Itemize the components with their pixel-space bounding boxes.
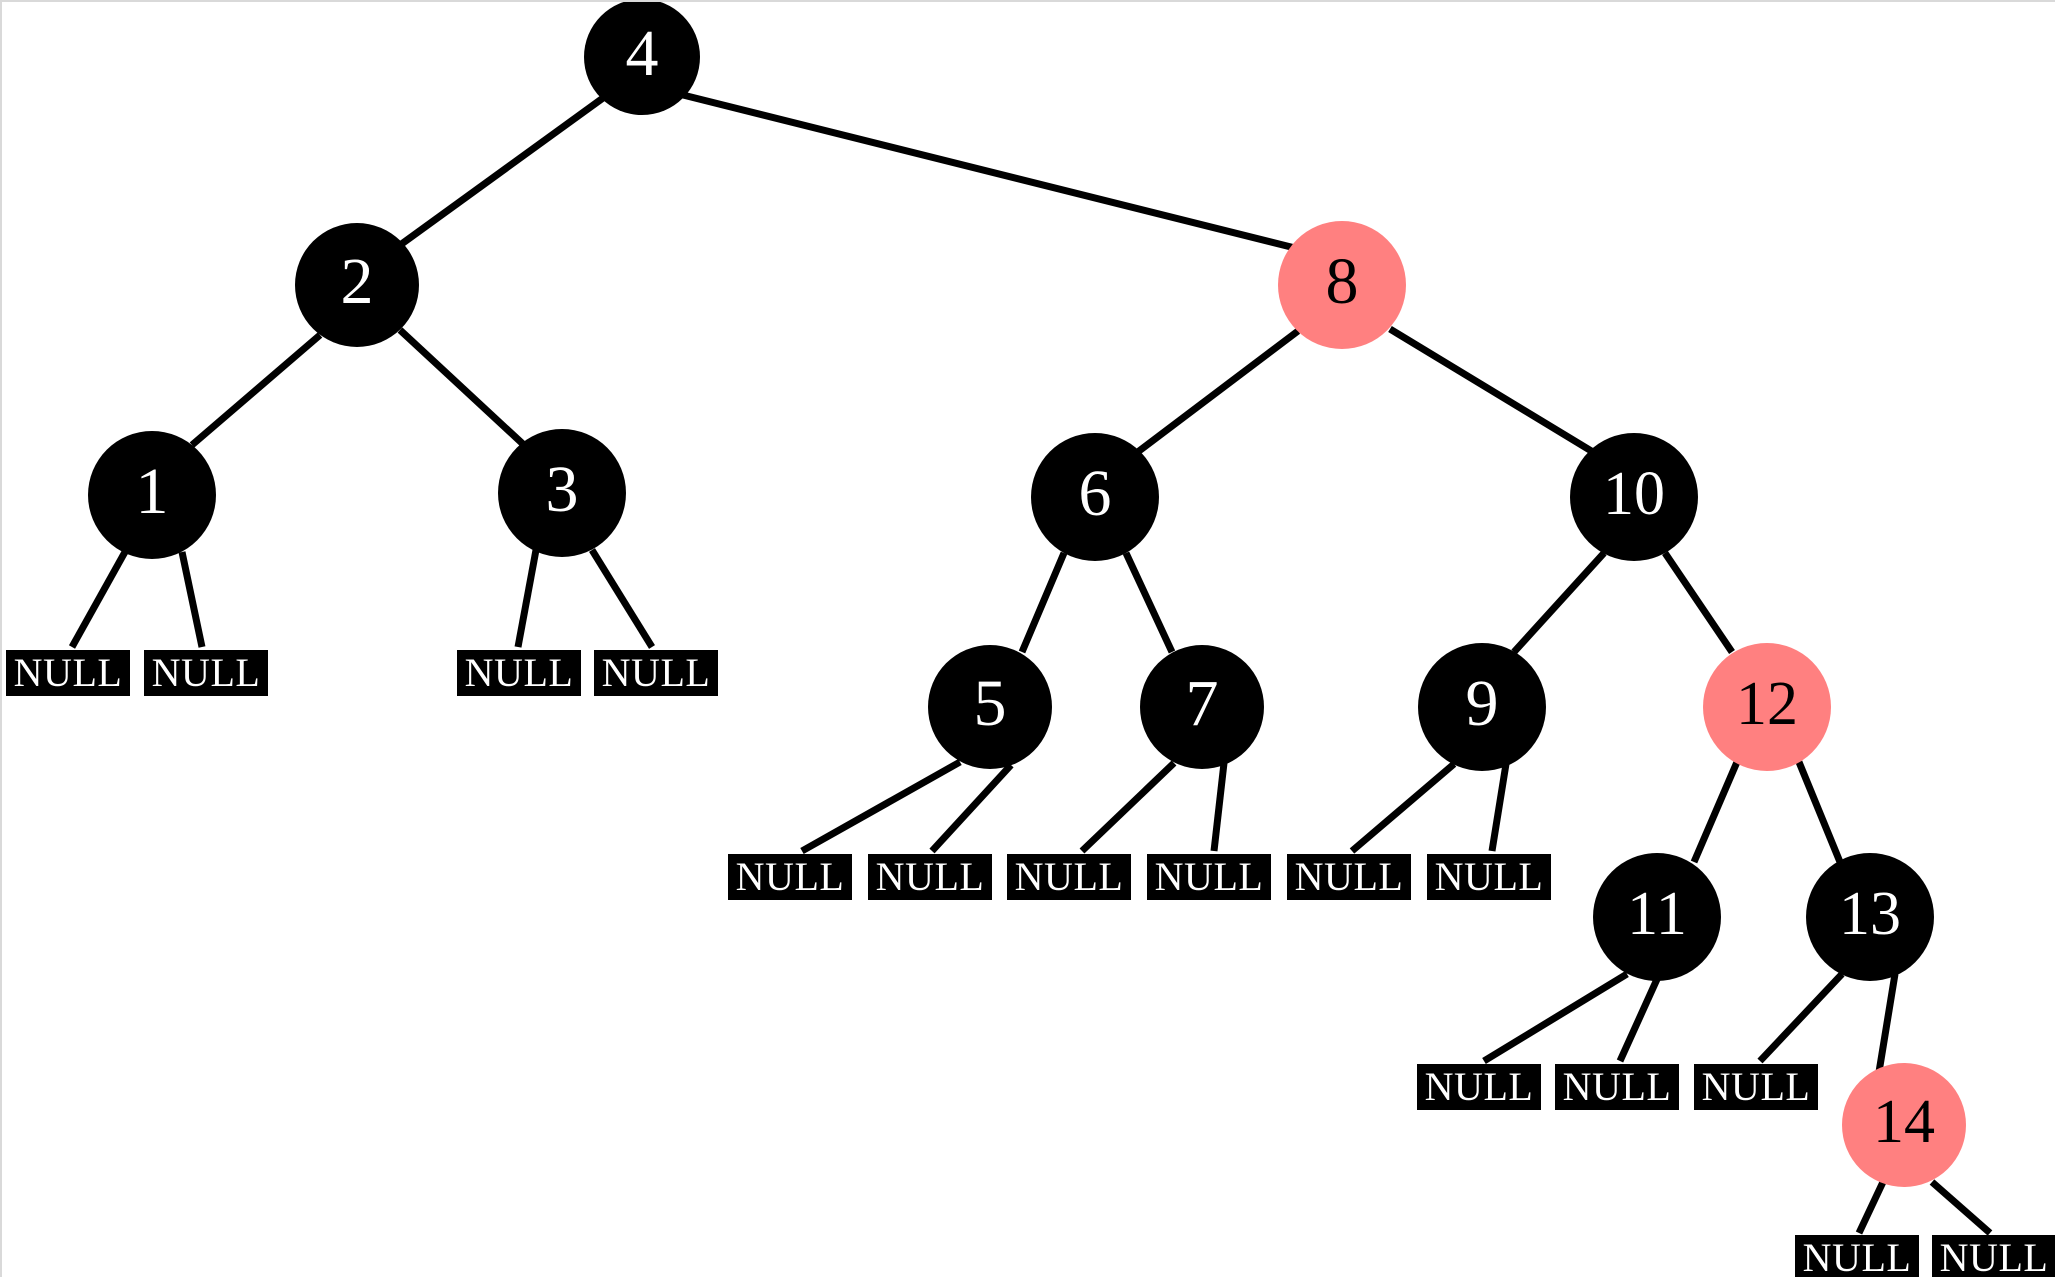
tree-null-leaf: NULL [1694,1064,1818,1110]
tree-null-leaf: NULL [457,650,581,696]
tree-edge-n13-u13 [1757,971,1845,1064]
tree-node-label: 7 [1185,667,1219,740]
tree-null-leaf: NULL [1287,854,1411,900]
tree-null-leaf-label: NULL [1294,854,1404,899]
tree-edge-n8-n10 [1388,326,1595,455]
tree-null-leaf: NULL [6,650,130,696]
tree-node-label: 9 [1465,667,1499,740]
tree-null-leaf: NULL [1427,854,1551,900]
tree-node-4[interactable]: 4 [584,2,700,115]
tree-node-label: 6 [1078,457,1112,530]
tree-null-leaf-label: NULL [1562,1064,1672,1109]
tree-null-leaf-label: NULL [1802,1235,1912,1277]
tree-edge-n3-u3 [514,549,540,648]
tree-node-10[interactable]: 10 [1570,433,1698,561]
tree-null-leaf: NULL [728,854,852,900]
tree-edge-n12-n13 [1795,760,1844,864]
tree-node-label: 3 [545,453,579,526]
tree-node-label: 4 [625,17,659,90]
tree-node-label: 8 [1325,245,1359,318]
tree-edge-n10-n9 [1511,550,1607,655]
tree-null-leaf: NULL [1147,854,1271,900]
tree-null-leaf: NULL [1932,1235,2055,1277]
tree-edge-n4-n8 [682,91,1300,253]
tree-edge-n8-n6 [1132,328,1301,457]
tree-edge-n10-n12 [1662,551,1735,654]
tree-null-leaf: NULL [1007,854,1131,900]
tree-null-leaf-label: NULL [151,650,261,695]
tree-node-label: 2 [340,245,374,318]
tree-edge-n12-n11 [1690,760,1741,864]
tree-edge-n6-n5 [1018,551,1068,654]
tree-node-2[interactable]: 2 [295,223,419,347]
tree-null-leaf-label: NULL [13,650,123,695]
tree-edge-n3-u4 [589,548,655,649]
tree-node-11[interactable]: 11 [1593,853,1721,981]
tree-null-leaf-label: NULL [1014,854,1124,899]
tree-edge-n14-u15 [1929,1179,1993,1236]
tree-edge-n6-n7 [1122,551,1176,654]
tree-edge-n2-n3 [397,327,527,448]
tree-null-leaf: NULL [594,650,718,696]
tree-null-leaf: NULL [144,650,268,696]
tree-node-6[interactable]: 6 [1031,433,1159,561]
tree-node-label: 11 [1627,880,1687,948]
tree-null-leaf-label: NULL [875,854,985,899]
tree-node-label: 14 [1873,1088,1935,1156]
tree-edge-n13-n14 [1875,973,1899,1073]
tree-edge-n1-u1 [68,550,129,649]
tree-edge-n1-u2 [178,551,206,648]
tree-node-label: 12 [1736,670,1798,738]
tree-edge-n5-u5 [800,758,962,855]
tree-null-leaf: NULL [1555,1064,1679,1110]
tree-null-leaf-label: NULL [464,650,574,695]
tree-node-label: 10 [1603,460,1665,528]
tree-node-12[interactable]: 12 [1703,643,1831,771]
tree-node-label: 13 [1839,880,1901,948]
tree-edge-n9-u9 [1349,761,1457,854]
tree-node-8[interactable]: 8 [1278,221,1406,349]
tree-node-label: 1 [135,455,169,528]
tree-null-leaf-label: NULL [1701,1064,1811,1109]
tree-node-7[interactable]: 7 [1140,645,1264,769]
tree-null-leaf-label: NULL [735,854,845,899]
tree-node-1[interactable]: 1 [88,431,216,559]
tree-edge-n7-u8 [1210,762,1228,852]
tree-node-label: 5 [973,667,1007,740]
tree-null-leaf-label: NULL [1434,854,1544,899]
tree-edge-n11-u12 [1616,975,1662,1063]
tree-null-leaf-label: NULL [601,650,711,695]
tree-null-leaf: NULL [1417,1064,1541,1110]
tree-null-leaf: NULL [868,854,992,900]
tree-null-leaf-label: NULL [1154,854,1264,899]
tree-node-3[interactable]: 3 [498,429,626,557]
tree-null-leaf: NULL [1795,1235,1919,1277]
tree-edge-n5-u6 [929,762,1014,854]
tree-null-leaf-label: NULL [1424,1064,1534,1109]
tree-node-9[interactable]: 9 [1418,643,1546,771]
tree-edge-n14-u14 [1855,1180,1887,1235]
tree-edge-n2-n1 [189,332,323,448]
tree-node-14[interactable]: 14 [1842,1063,1966,1187]
tree-edge-n4-n2 [393,95,606,251]
tree-null-leaf-label: NULL [1939,1235,2049,1277]
tree-node-13[interactable]: 13 [1806,853,1934,981]
tree-edge-n7-u7 [1079,760,1177,854]
tree-node-5[interactable]: 5 [928,645,1052,769]
tree-edge-n11-u11 [1482,971,1629,1064]
tree-edge-n9-u10 [1488,763,1510,852]
